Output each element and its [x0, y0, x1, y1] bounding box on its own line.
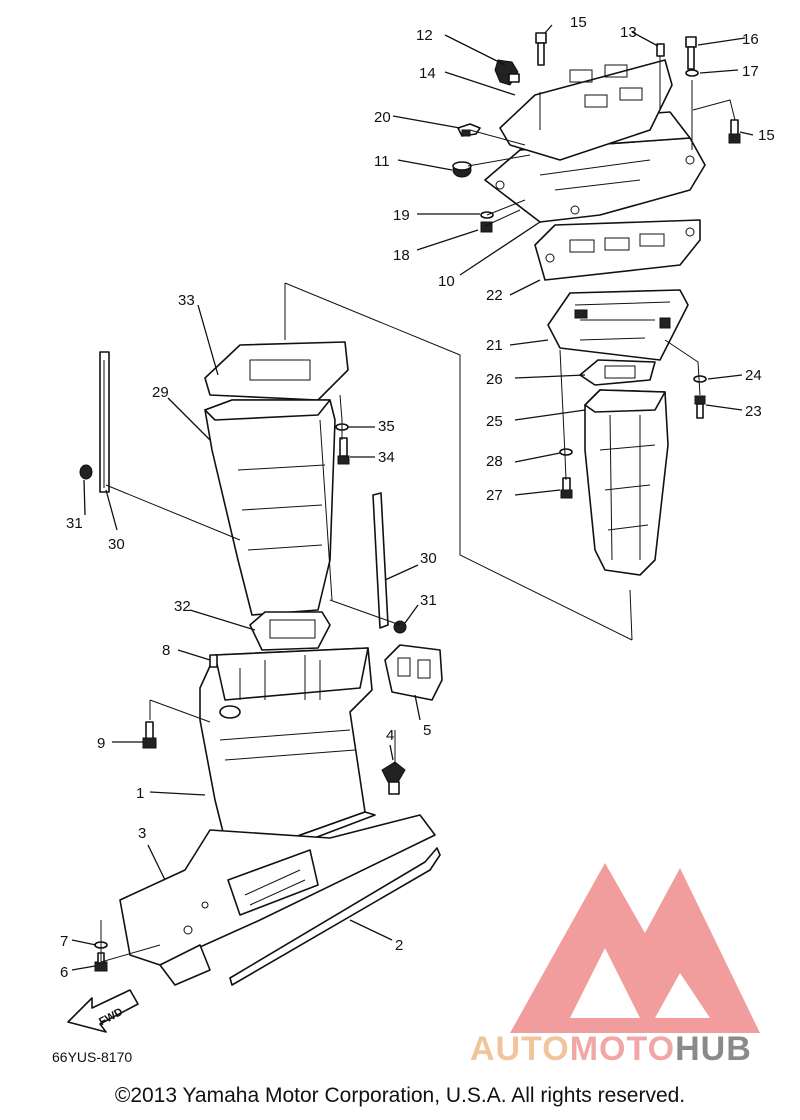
washer-17: [685, 69, 699, 77]
copyright-text: ©2013 Yamaha Motor Corporation, U.S.A. A…: [114, 1084, 686, 1107]
assembly-guide-lines: [100, 56, 736, 963]
rubber-mount-5-part: [384, 644, 443, 701]
callout-10: 10: [438, 273, 455, 290]
callout-15-top: 15: [570, 14, 587, 31]
callout-2: 2: [395, 937, 403, 954]
cap-11: [452, 161, 472, 178]
grommet-31-left: [79, 464, 93, 480]
callout-35: 35: [378, 418, 395, 435]
callout-30-left: 30: [108, 536, 125, 553]
callout-1: 1: [136, 785, 144, 802]
callout-28: 28: [486, 453, 503, 470]
grommet-31-right: [393, 620, 407, 634]
callout-27: 27: [486, 487, 503, 504]
leader-lines: [71, 24, 754, 971]
callout-labels: 1 2 3 4 5 6 7 8 9 10 11 12 13 14 15 15 1…: [60, 14, 775, 981]
callout-33: 33: [178, 292, 195, 309]
callout-15-right: 15: [758, 127, 775, 144]
fwd-arrow-icon: FWD: [67, 989, 139, 1033]
callout-31-right: 31: [420, 592, 437, 609]
automotohub-logo-icon: [510, 863, 760, 1033]
callout-25: 25: [486, 413, 503, 430]
callout-17: 17: [742, 63, 759, 80]
bolt-23: [694, 395, 706, 419]
damper-strip-right: [372, 492, 389, 629]
diagram-code: 66YUS-8170: [52, 1049, 133, 1065]
grommet-4: [381, 761, 406, 795]
bolt-15-top: [535, 32, 547, 66]
exhaust-plate-part: [547, 289, 689, 361]
washer-28: [559, 448, 573, 456]
gasket-32-part: [249, 611, 331, 651]
nut-18: [480, 221, 493, 233]
seal-strip-part: [229, 847, 441, 986]
callout-24: 24: [745, 367, 762, 384]
bolt-27: [560, 477, 573, 499]
callout-16: 16: [742, 31, 759, 48]
exhaust-manifold-part: [584, 389, 669, 576]
gasket-33-part: [204, 341, 349, 401]
gasket-22-part: [534, 219, 701, 281]
logo-text-auto: AUTO: [470, 1030, 570, 1068]
callout-18: 18: [393, 247, 410, 264]
callout-12: 12: [416, 27, 433, 44]
callout-21: 21: [486, 337, 503, 354]
callout-9: 9: [97, 735, 105, 752]
bolt-34: [337, 437, 350, 465]
callout-5: 5: [423, 722, 431, 739]
callout-14: 14: [419, 65, 436, 82]
callout-23: 23: [745, 403, 762, 420]
callout-3: 3: [138, 825, 146, 842]
callout-6: 6: [60, 964, 68, 981]
callout-29: 29: [152, 384, 169, 401]
callout-19: 19: [393, 207, 410, 224]
gasket-14-part: [499, 59, 673, 161]
bolt-15-right: [728, 119, 741, 144]
callout-32: 32: [174, 598, 191, 615]
damper-strip-left: [99, 351, 110, 493]
fitting-20: [457, 123, 481, 137]
pin-8: [209, 654, 218, 668]
callout-31-left: 31: [66, 515, 83, 532]
gasket-26-part: [579, 359, 656, 386]
automotohub-logo-text: AUTOMOTOHUB: [470, 1030, 752, 1069]
plug-12: [494, 59, 520, 86]
callout-34: 34: [378, 449, 395, 466]
callout-26: 26: [486, 371, 503, 388]
washer-24: [693, 375, 707, 383]
callout-4: 4: [386, 727, 394, 744]
callout-20: 20: [374, 109, 391, 126]
exhaust-pipe-part: [204, 399, 336, 616]
logo-text-moto: MOTO: [569, 1030, 676, 1068]
callout-30-right: 30: [420, 550, 437, 567]
logo-text-hub: HUB: [675, 1030, 752, 1068]
callout-7: 7: [60, 933, 68, 950]
bolt-9: [142, 721, 157, 749]
callout-8: 8: [162, 642, 170, 659]
callout-11: 11: [374, 153, 390, 170]
apron-skirt-part: [119, 814, 436, 986]
callout-22: 22: [486, 287, 503, 304]
bolt-16: [685, 36, 697, 70]
callout-13: 13: [620, 24, 637, 41]
